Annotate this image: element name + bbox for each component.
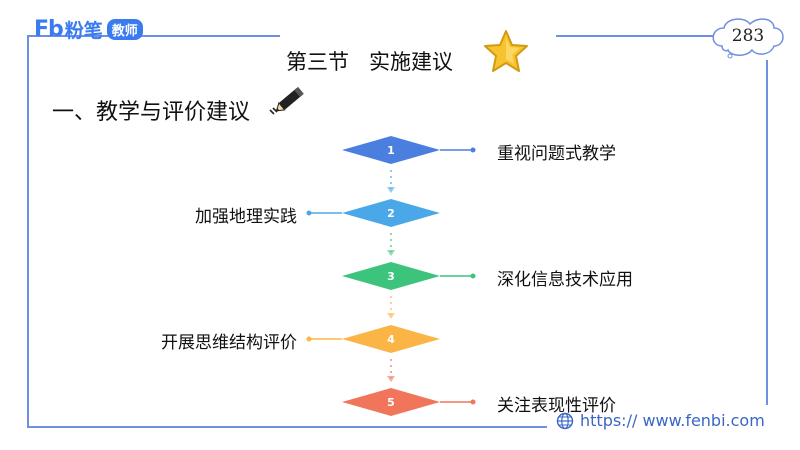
- frame-right-border: [766, 60, 768, 405]
- page-number-bubble: [712, 18, 784, 59]
- step-label-5: 关注表现性评价: [497, 396, 616, 416]
- globe-icon: [556, 412, 574, 429]
- step-diamond-2: [342, 199, 440, 227]
- step-number-2: 2: [387, 207, 395, 220]
- frame-top-border-right: [556, 35, 766, 37]
- step-label-4: 开展思维结构评价: [161, 333, 297, 353]
- step-label-3: 深化信息技术应用: [497, 270, 633, 290]
- pencil-icon: [269, 86, 304, 115]
- step-number-5: 5: [387, 396, 395, 409]
- step-number-1: 1: [387, 144, 395, 157]
- section-title: 第三节 实施建议: [286, 50, 454, 74]
- step-diamond-3: [342, 262, 440, 290]
- brand-tag: 教师: [106, 18, 143, 40]
- brand-logo: Fb 粉笔 教师: [34, 14, 143, 44]
- step-leader-dot-5: [470, 399, 476, 405]
- step-diamond-4: [342, 325, 440, 353]
- step-connector-arrow: [387, 187, 395, 193]
- step-connector-arrow: [387, 376, 395, 382]
- step-label-1: 重视问题式教学: [497, 144, 616, 164]
- step-leader-dot-3: [470, 273, 476, 279]
- step-connector-arrow: [387, 250, 395, 256]
- frame-top-border: [27, 35, 280, 37]
- brand-name: 粉笔: [64, 19, 103, 42]
- footer-url[interactable]: https:// www.fenbi.com: [556, 411, 765, 430]
- brand-mark: Fb: [34, 16, 64, 42]
- page-number: 283: [731, 26, 765, 46]
- section-heading: 一、教学与评价建议: [52, 100, 251, 125]
- frame-bottom-border: [27, 426, 547, 428]
- step-leader-dot-2: [306, 210, 312, 216]
- step-leader-dot-1: [470, 147, 476, 153]
- frame-left-border: [27, 35, 29, 427]
- step-label-2: 加强地理实践: [195, 207, 297, 227]
- step-number-3: 3: [387, 270, 395, 283]
- step-diamond-5: [342, 388, 440, 416]
- footer-url-text: https:// www.fenbi.com: [580, 411, 765, 430]
- star-icon: [484, 30, 528, 72]
- step-diamond-1: [342, 136, 440, 164]
- step-leader-dot-4: [306, 336, 312, 342]
- step-number-4: 4: [387, 333, 395, 346]
- step-connector-arrow: [387, 313, 395, 319]
